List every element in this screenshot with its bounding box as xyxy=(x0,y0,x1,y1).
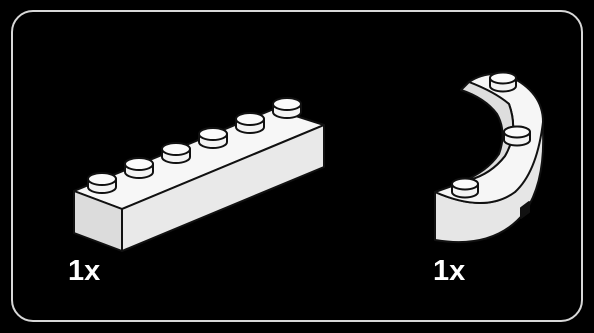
lego-brick-1x6-icon xyxy=(60,95,340,265)
part-quantity-label: 1x xyxy=(433,257,465,286)
part-quantity-label: 1x xyxy=(68,257,100,286)
lego-round-corner-brick-icon xyxy=(425,62,555,262)
